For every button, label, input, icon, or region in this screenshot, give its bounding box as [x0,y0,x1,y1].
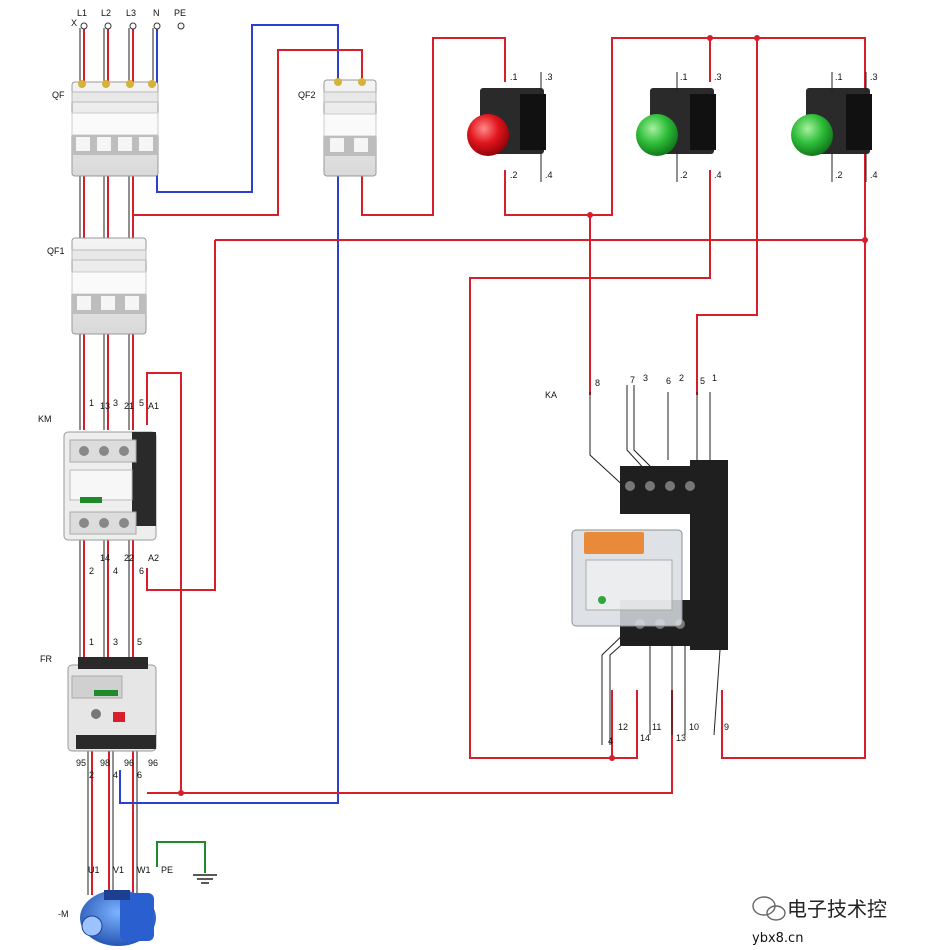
start1-btn-t1: .1 [680,72,688,82]
km-label: KM [38,414,52,424]
pe-label: PE [174,8,186,18]
start-button-green-1: .1 .3 .2 .4 [636,72,722,182]
km-contactor: KM 1 13 3 21 5 A1 2 14 4 22 6 A2 [38,398,159,576]
ka-top-2: 2 [679,373,684,383]
watermark-brand: 电子技术控 [787,897,887,921]
ka-bot-13: 13 [676,733,686,743]
motor-v1: V1 [113,865,124,875]
ka-top-8: 8 [595,378,600,388]
ground-symbol [193,874,217,884]
qf-label: QF [52,90,65,100]
phase-black-lines [79,28,138,895]
km-a1: A1 [148,401,159,411]
km-a2: A2 [148,553,159,563]
motor-label: -M [58,909,69,919]
ka-lead-lines [589,385,721,745]
km-t1: 1 [89,398,94,408]
fr-t3: 3 [113,637,118,647]
qf1-breaker: QF1 [47,237,147,335]
ka-bot-10: 10 [689,722,699,732]
fr-label: FR [40,654,52,664]
start2-btn-t4: .4 [870,170,878,180]
start1-btn-t3: .3 [714,72,722,82]
fr-t6: 6 [137,770,142,780]
l1-label: L1 [77,8,87,18]
qf2-label: QF2 [298,90,316,100]
ka-top-3: 3 [643,373,648,383]
x-label: X [71,18,77,28]
ka-label: KA [545,390,557,400]
km-t22: 22 [124,553,134,563]
main-power-lines [83,28,134,895]
fr-t96b: 96 [148,758,158,768]
watermark: 电子技术控 ybx8.cn [752,896,887,946]
fr-overload-relay: FR 1 3 5 95 2 98 4 96 6 96 [40,637,158,780]
fr-t98: 98 [100,758,110,768]
ka-top-7: 7 [630,375,635,385]
ka-bot-4: 4 [608,736,613,746]
ka-relay: KA 8 7 3 6 2 5 1 4 12 14 11 13 10 9 [545,373,729,746]
km-t6: 6 [139,566,144,576]
qf-breaker: QF [52,80,159,177]
start1-btn-t2: .2 [680,170,688,180]
junction-dots [178,35,868,796]
start-button-green-2: .1 .3 .2 .4 [791,72,878,182]
wires [79,24,868,895]
start2-btn-t1: .1 [835,72,843,82]
km-t2: 2 [89,566,94,576]
fr-t96: 96 [124,758,134,768]
l2-label: L2 [101,8,111,18]
qf1-label: QF1 [47,246,65,256]
pe-ground-wire [156,841,206,873]
km-t13: 13 [100,401,110,411]
fr-t5: 5 [137,637,142,647]
stop-button-red: .1 .3 .2 .4 [467,72,553,182]
km-t14: 14 [100,553,110,563]
motor: -M U1 V1 W1 PE [58,865,173,946]
motor-w1: W1 [137,865,151,875]
stop-btn-t3: .3 [545,72,553,82]
ka-bot-11: 11 [652,722,661,732]
wechat-icon [752,896,786,921]
n-label: N [153,8,160,18]
stop-btn-t1: .1 [510,72,518,82]
start2-btn-t2: .2 [835,170,843,180]
fr-t2: 2 [89,770,94,780]
ka-top-1: 1 [712,373,717,383]
ka-top-5: 5 [700,376,705,386]
l3-label: L3 [126,8,136,18]
qf2-breaker: QF2 [298,78,377,177]
km-t5: 5 [139,398,144,408]
supply-terminals: L1 L2 L3 N PE X [71,8,186,30]
ka-bot-14: 14 [640,733,650,743]
fr-t4: 4 [113,770,118,780]
km-t4: 4 [113,566,118,576]
ka-bot-9: 9 [724,722,729,732]
ka-bot-12: 12 [618,722,628,732]
watermark-url: ybx8.cn [752,931,803,946]
fr-t95: 95 [76,758,86,768]
motor-pe: PE [161,865,173,875]
km-t3: 3 [113,398,118,408]
start1-btn-t4: .4 [714,170,722,180]
stop-btn-t4: .4 [545,170,553,180]
motor-u1: U1 [88,865,100,875]
start2-btn-t3: .3 [870,72,878,82]
stop-btn-t2: .2 [510,170,518,180]
km-t21: 21 [124,401,134,411]
fr-t1: 1 [89,637,94,647]
ka-top-6: 6 [666,376,671,386]
